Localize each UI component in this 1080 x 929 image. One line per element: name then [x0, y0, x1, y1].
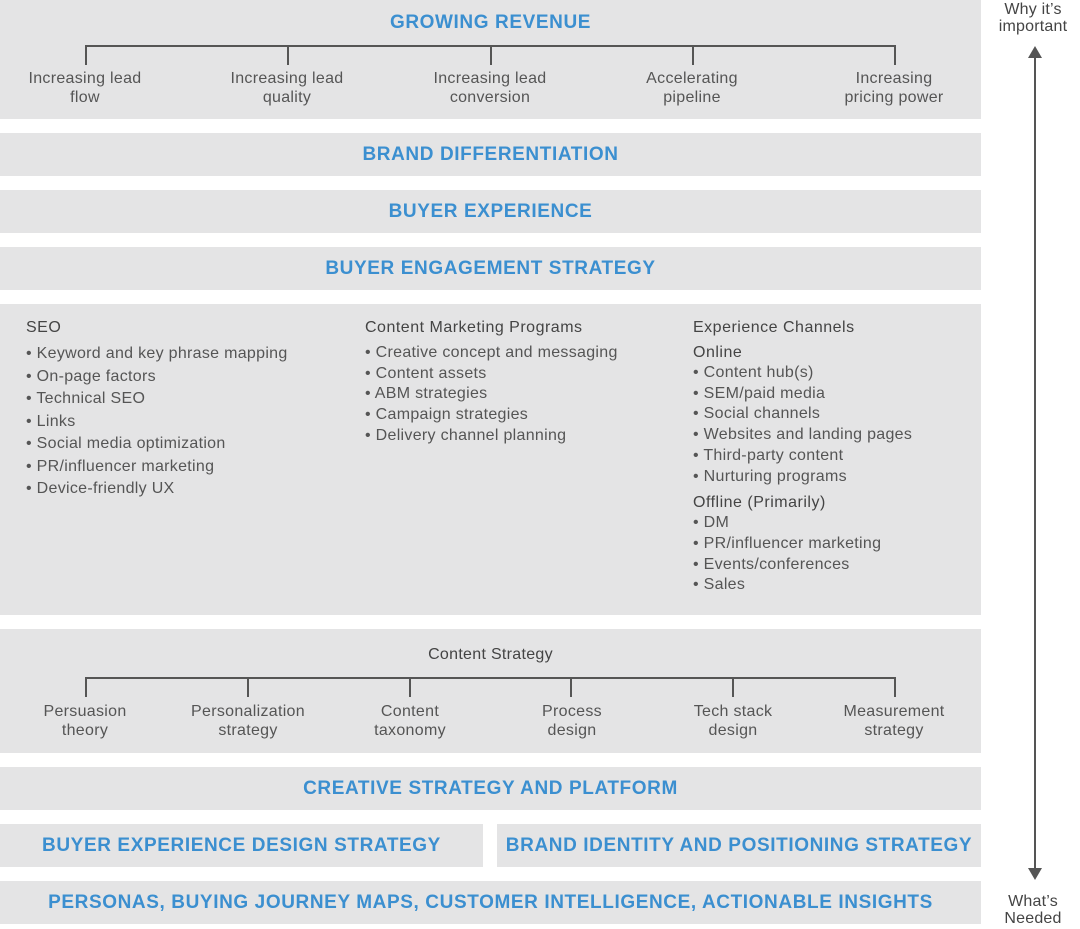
list-item: • Social channels — [693, 405, 821, 423]
list-item: • SEM/paid media — [693, 384, 826, 402]
revenue-leaf-pipeline: Accelerating pipeline — [646, 70, 738, 106]
axis-line — [1034, 55, 1036, 870]
content-strategy-leaf-persuasion: Persuasion theory — [43, 703, 127, 739]
revenue-tree-stem — [894, 45, 896, 65]
list-item: • Websites and landing pages — [693, 426, 913, 444]
revenue-leaf-lead-conversion: Increasing lead conversion — [433, 70, 547, 106]
arrow-down-icon — [1028, 868, 1042, 880]
content-strategy-tree-stem — [409, 677, 411, 697]
list-item: • Sales — [693, 576, 746, 594]
list-item: • PR/influencer marketing — [693, 534, 882, 552]
list-item: • Device-friendly UX — [26, 480, 175, 497]
list-item: • Events/conferences — [693, 555, 850, 573]
buyer-experience-title: BUYER EXPERIENCE — [388, 200, 593, 222]
content-strategy-tree-stem — [732, 677, 734, 697]
content-strategy-tree-stem — [247, 677, 249, 697]
bx-design-band: BUYER EXPERIENCE DESIGN STRATEGY — [0, 824, 483, 867]
revenue-leaf-lead-quality: Increasing lead quality — [230, 70, 344, 106]
creative-strategy-band: CREATIVE STRATEGY AND PLATFORM — [0, 767, 981, 810]
content-strategy-leaf-process: Process design — [542, 703, 602, 739]
experience-channels-column: Experience Channels Online • Content hub… — [693, 319, 973, 596]
growing-revenue-band: GROWING REVENUE Increasing lead flow Inc… — [0, 0, 981, 119]
list-item: • Links — [26, 412, 76, 430]
list-item: • Content hub(s) — [693, 364, 814, 381]
list-item: • ABM strategies — [365, 385, 488, 403]
arrow-up-icon — [1028, 46, 1042, 58]
content-strategy-tree-stem — [894, 677, 896, 697]
content-strategy-tree-stem — [570, 677, 572, 697]
offline-channels-list: • DM • PR/influencer marketing • Events/… — [693, 513, 973, 596]
brand-differentiation-band: BRAND DIFFERENTIATION — [0, 133, 981, 176]
content-strategy-tree-connector — [85, 677, 896, 679]
revenue-tree-stem — [287, 45, 289, 65]
list-item: • Content assets — [365, 364, 487, 382]
content-strategy-leaf-tech-stack: Tech stack design — [693, 703, 773, 739]
revenue-leaf-pricing-power: Increasing pricing power — [844, 70, 944, 106]
seo-column: SEO • Keyword and key phrase mapping • O… — [26, 319, 346, 501]
list-item: • Keyword and key phrase mapping — [26, 345, 288, 362]
personas-band: PERSONAS, BUYING JOURNEY MAPS, CUSTOMER … — [0, 881, 981, 924]
creative-strategy-title: CREATIVE STRATEGY AND PLATFORM — [303, 777, 678, 799]
revenue-tree-stem — [692, 45, 694, 65]
content-strategy-leaf-personalization: Personalization strategy — [191, 703, 305, 739]
content-marketing-column: Content Marketing Programs • Creative co… — [365, 319, 675, 447]
growing-revenue-title: GROWING REVENUE — [389, 12, 592, 33]
content-marketing-list: • Creative concept and messaging • Conte… — [365, 343, 675, 447]
list-item: • DM — [693, 514, 730, 532]
content-marketing-heading: Content Marketing Programs — [365, 319, 583, 336]
list-item: • PR/influencer marketing — [26, 457, 215, 475]
online-channels-list: • Content hub(s) • SEM/paid media • Soci… — [693, 363, 973, 487]
list-item: • Third-party content — [693, 446, 844, 464]
axis-bottom-label: What’s Needed — [1004, 893, 1062, 927]
offline-subheading: Offline (Primarily) — [693, 494, 826, 512]
seo-list: • Keyword and key phrase mapping • On-pa… — [26, 343, 346, 501]
buyer-experience-band: BUYER EXPERIENCE — [0, 190, 981, 233]
online-subheading: Online — [693, 344, 743, 361]
list-item: • Creative concept and messaging — [365, 344, 618, 361]
content-strategy-title: Content Strategy — [428, 646, 553, 663]
bx-design-title: BUYER EXPERIENCE DESIGN STRATEGY — [42, 834, 441, 856]
revenue-tree-stem — [85, 45, 87, 65]
content-strategy-leaf-measurement: Measurement strategy — [843, 703, 945, 739]
buyer-engagement-band: BUYER ENGAGEMENT STRATEGY — [0, 247, 981, 290]
list-item: • On-page factors — [26, 367, 156, 385]
list-item: • Campaign strategies — [365, 406, 529, 424]
revenue-leaf-lead-flow: Increasing lead flow — [28, 70, 142, 106]
list-item: • Technical SEO — [26, 390, 146, 407]
list-item: • Delivery channel planning — [365, 426, 567, 444]
content-strategy-tree-stem — [85, 677, 87, 697]
engagement-detail-band: SEO • Keyword and key phrase mapping • O… — [0, 304, 981, 615]
list-item: • Social media optimization — [26, 435, 226, 452]
personas-title: PERSONAS, BUYING JOURNEY MAPS, CUSTOMER … — [48, 891, 933, 913]
brand-identity-title: BRAND IDENTITY AND POSITIONING STRATEGY — [505, 834, 973, 856]
axis-top-label: Why it’s important — [998, 1, 1068, 35]
brand-differentiation-title: BRAND DIFFERENTIATION — [362, 143, 619, 165]
content-strategy-band: Content Strategy Persuasion theory Perso… — [0, 629, 981, 753]
experience-channels-heading: Experience Channels — [693, 319, 855, 336]
seo-heading: SEO — [26, 319, 62, 336]
buyer-engagement-title: BUYER ENGAGEMENT STRATEGY — [325, 257, 656, 279]
content-strategy-leaf-taxonomy: Content taxonomy — [374, 703, 446, 739]
revenue-tree-stem — [490, 45, 492, 65]
brand-identity-band: BRAND IDENTITY AND POSITIONING STRATEGY — [497, 824, 981, 867]
list-item: • Nurturing programs — [693, 467, 847, 485]
